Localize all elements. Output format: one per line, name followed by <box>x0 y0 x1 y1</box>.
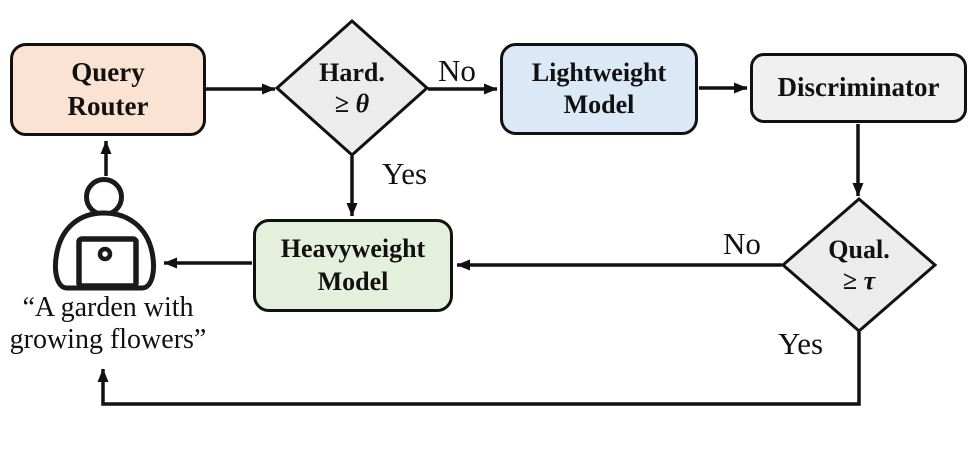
theta-symbol: θ <box>355 89 370 119</box>
quality-label-line2: ≥ τ <box>784 265 934 296</box>
heavyweight-model-label-line2: Model <box>317 266 389 296</box>
hardness-label-line2: ≥ θ <box>277 88 427 119</box>
lightweight-model-label-line2: Model <box>563 90 635 119</box>
arrow-quality-yes-feedback <box>97 332 861 406</box>
user-with-laptop-icon <box>52 177 157 291</box>
laptop-camera-icon <box>97 246 113 262</box>
edge-label-hardness-no: No <box>438 53 476 88</box>
edge-label-quality-no: No <box>723 226 761 261</box>
lightweight-model-label-line1: Lightweight <box>531 57 667 87</box>
geq-symbol: ≥ <box>842 266 858 296</box>
quality-decision-label: Qual. ≥ τ <box>784 234 934 296</box>
tau-symbol: τ <box>863 266 876 296</box>
query-router-label-line1: Query <box>71 56 145 87</box>
user-prompt-text: “A garden with growing flowers” <box>0 292 220 356</box>
hardness-decision-label: Hard. ≥ θ <box>277 57 427 119</box>
user-prompt-line2: growing flowers” <box>9 323 207 355</box>
discriminator-label: Discriminator <box>777 72 940 103</box>
laptop-icon <box>76 236 139 289</box>
hardness-decision-diamond <box>274 18 430 158</box>
discriminator-node: Discriminator <box>750 53 967 123</box>
edge-label-quality-yes: Yes <box>778 326 824 361</box>
user-prompt-line1: “A garden with <box>22 292 194 323</box>
quality-decision-diamond <box>780 197 938 333</box>
geq-symbol: ≥ <box>334 89 350 119</box>
hardness-label-line1: Hard. <box>319 58 385 87</box>
heavyweight-model-node: Heavyweight Model <box>253 219 453 312</box>
lightweight-model-node: Lightweight Model <box>500 43 698 135</box>
query-router-label-line2: Router <box>67 90 149 121</box>
query-router-node: Query Router <box>10 43 206 136</box>
heavyweight-model-label-line1: Heavyweight <box>280 234 426 263</box>
user-head-icon <box>84 177 124 217</box>
quality-label-line1: Qual. <box>828 235 890 264</box>
edge-label-hardness-yes: Yes <box>382 156 428 191</box>
